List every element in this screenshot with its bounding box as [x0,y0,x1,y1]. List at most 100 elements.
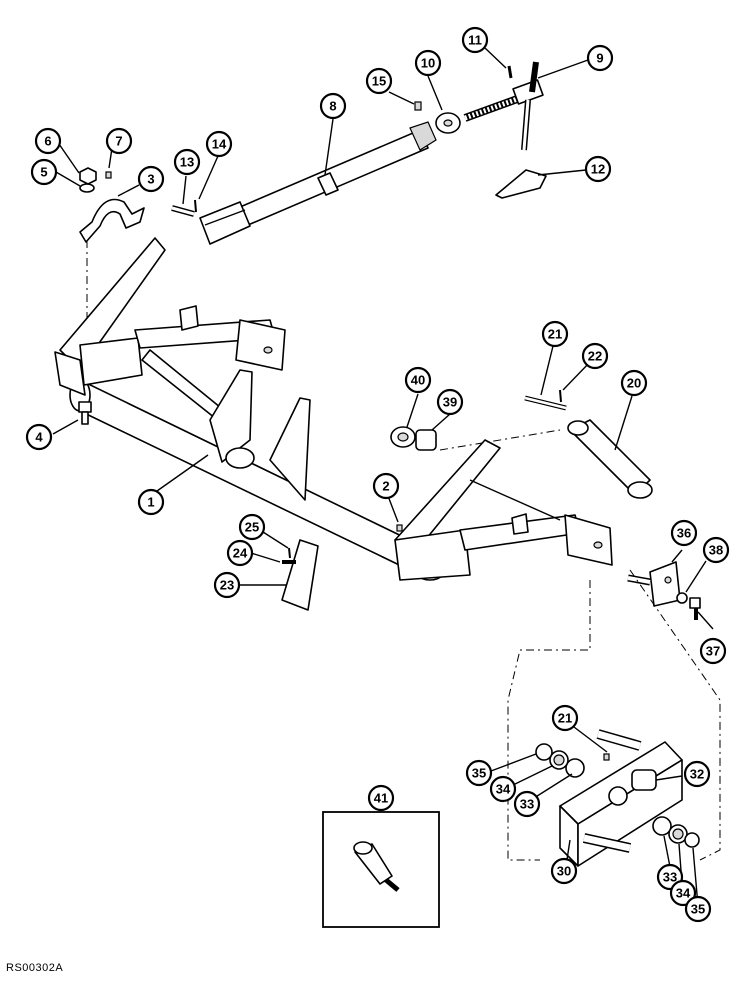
callout-5: 5 [30,158,58,186]
svg-text:39: 39 [443,395,457,410]
callout-34-left: 34 [489,775,517,803]
callout-15: 15 [365,67,393,95]
part-15-fitting [414,101,422,111]
callout-25: 25 [238,513,266,541]
callout-36: 36 [670,519,698,547]
callout-38: 38 [702,536,730,564]
callout-2: 2 [372,472,400,500]
part-4-bolt [78,401,92,425]
svg-text:38: 38 [709,543,723,558]
part-22-cotter [559,389,562,403]
part-35-washer-left [535,743,553,761]
part-11-pin [507,65,513,79]
svg-text:7: 7 [115,134,122,149]
svg-text:8: 8 [329,99,336,114]
part-2-fitting [396,524,403,532]
callout-39: 39 [436,388,464,416]
part-35-washer-right [684,832,700,848]
part-5-washer [79,183,95,193]
part-33-seal-left [565,758,585,778]
callout-20: 20 [620,369,648,397]
callout-13: 13 [173,148,201,176]
callout-9: 9 [586,44,614,72]
callout-21-lower: 21 [551,704,579,732]
part-21-fitting [603,753,610,761]
svg-text:35: 35 [691,902,705,917]
svg-text:21: 21 [558,711,572,726]
svg-text:32: 32 [690,767,704,782]
callout-30: 30 [550,857,578,885]
callout-23: 23 [213,571,241,599]
callout-7: 7 [105,127,133,155]
callout-14: 14 [205,130,233,158]
part-7-fitting [105,171,112,179]
part-1-main-frame [54,237,613,581]
callout-32: 32 [683,760,711,788]
svg-text:23: 23 [220,578,234,593]
callout-21-upper: 21 [541,320,569,348]
svg-text:34: 34 [676,886,691,901]
callout-37: 37 [699,637,727,665]
svg-text:34: 34 [496,782,511,797]
svg-text:6: 6 [44,134,51,149]
svg-text:21: 21 [548,327,562,342]
part-6-nut [79,167,97,185]
svg-text:1: 1 [147,495,154,510]
callout-41: 41 [367,784,395,812]
svg-text:35: 35 [472,766,486,781]
svg-text:2: 2 [382,479,389,494]
part-32-bushing [631,769,657,791]
part-30-axle-beam [559,729,683,867]
callout-3: 3 [137,165,165,193]
part-14-cotter [194,199,197,213]
svg-text:33: 33 [663,870,677,885]
part-3-clamp [79,198,145,243]
callout-35-left: 35 [465,759,493,787]
callouts: 1 2 3 4 5 6 7 8 9 10 11 12 13 14 15 20 2… [25,26,730,923]
svg-text:13: 13 [180,155,194,170]
document-code: RS00302A [6,962,64,974]
callout-12: 12 [584,155,612,183]
svg-text:22: 22 [588,349,602,364]
part-36-spindle [627,561,681,607]
svg-text:4: 4 [35,430,43,445]
svg-text:37: 37 [706,644,720,659]
svg-text:40: 40 [411,373,425,388]
svg-text:9: 9 [596,51,603,66]
callout-22: 22 [581,342,609,370]
svg-text:25: 25 [245,520,259,535]
callout-34-right: 34 [669,879,697,907]
svg-text:33: 33 [520,797,534,812]
svg-text:41: 41 [374,791,388,806]
part-38-washer [676,592,688,604]
svg-text:36: 36 [677,526,691,541]
svg-text:15: 15 [372,74,386,89]
svg-text:10: 10 [421,56,435,71]
callout-24: 24 [226,539,254,567]
callout-10: 10 [414,49,442,77]
part-41-inset [322,811,440,928]
callout-8: 8 [319,92,347,120]
svg-text:30: 30 [557,864,571,879]
svg-text:3: 3 [147,172,154,187]
part-40-bushing [390,426,416,448]
svg-text:11: 11 [468,33,482,48]
part-37-bolt [689,597,701,620]
svg-text:24: 24 [233,546,248,561]
svg-text:20: 20 [627,376,641,391]
svg-text:12: 12 [591,162,605,177]
callout-6: 6 [34,127,62,155]
callout-40: 40 [404,366,432,394]
svg-text:5: 5 [40,165,47,180]
part-9-threaded-handle [463,61,544,151]
callout-4: 4 [25,423,53,451]
part-33-seal-right [652,816,672,836]
callout-33-left: 33 [513,790,541,818]
part-25-cotter [288,547,291,559]
part-12-grip [495,169,547,199]
part-39-bushing [415,429,437,451]
parts-artwork [54,61,721,928]
part-20-cylinder [567,419,653,499]
callout-35-right: 35 [684,895,712,923]
